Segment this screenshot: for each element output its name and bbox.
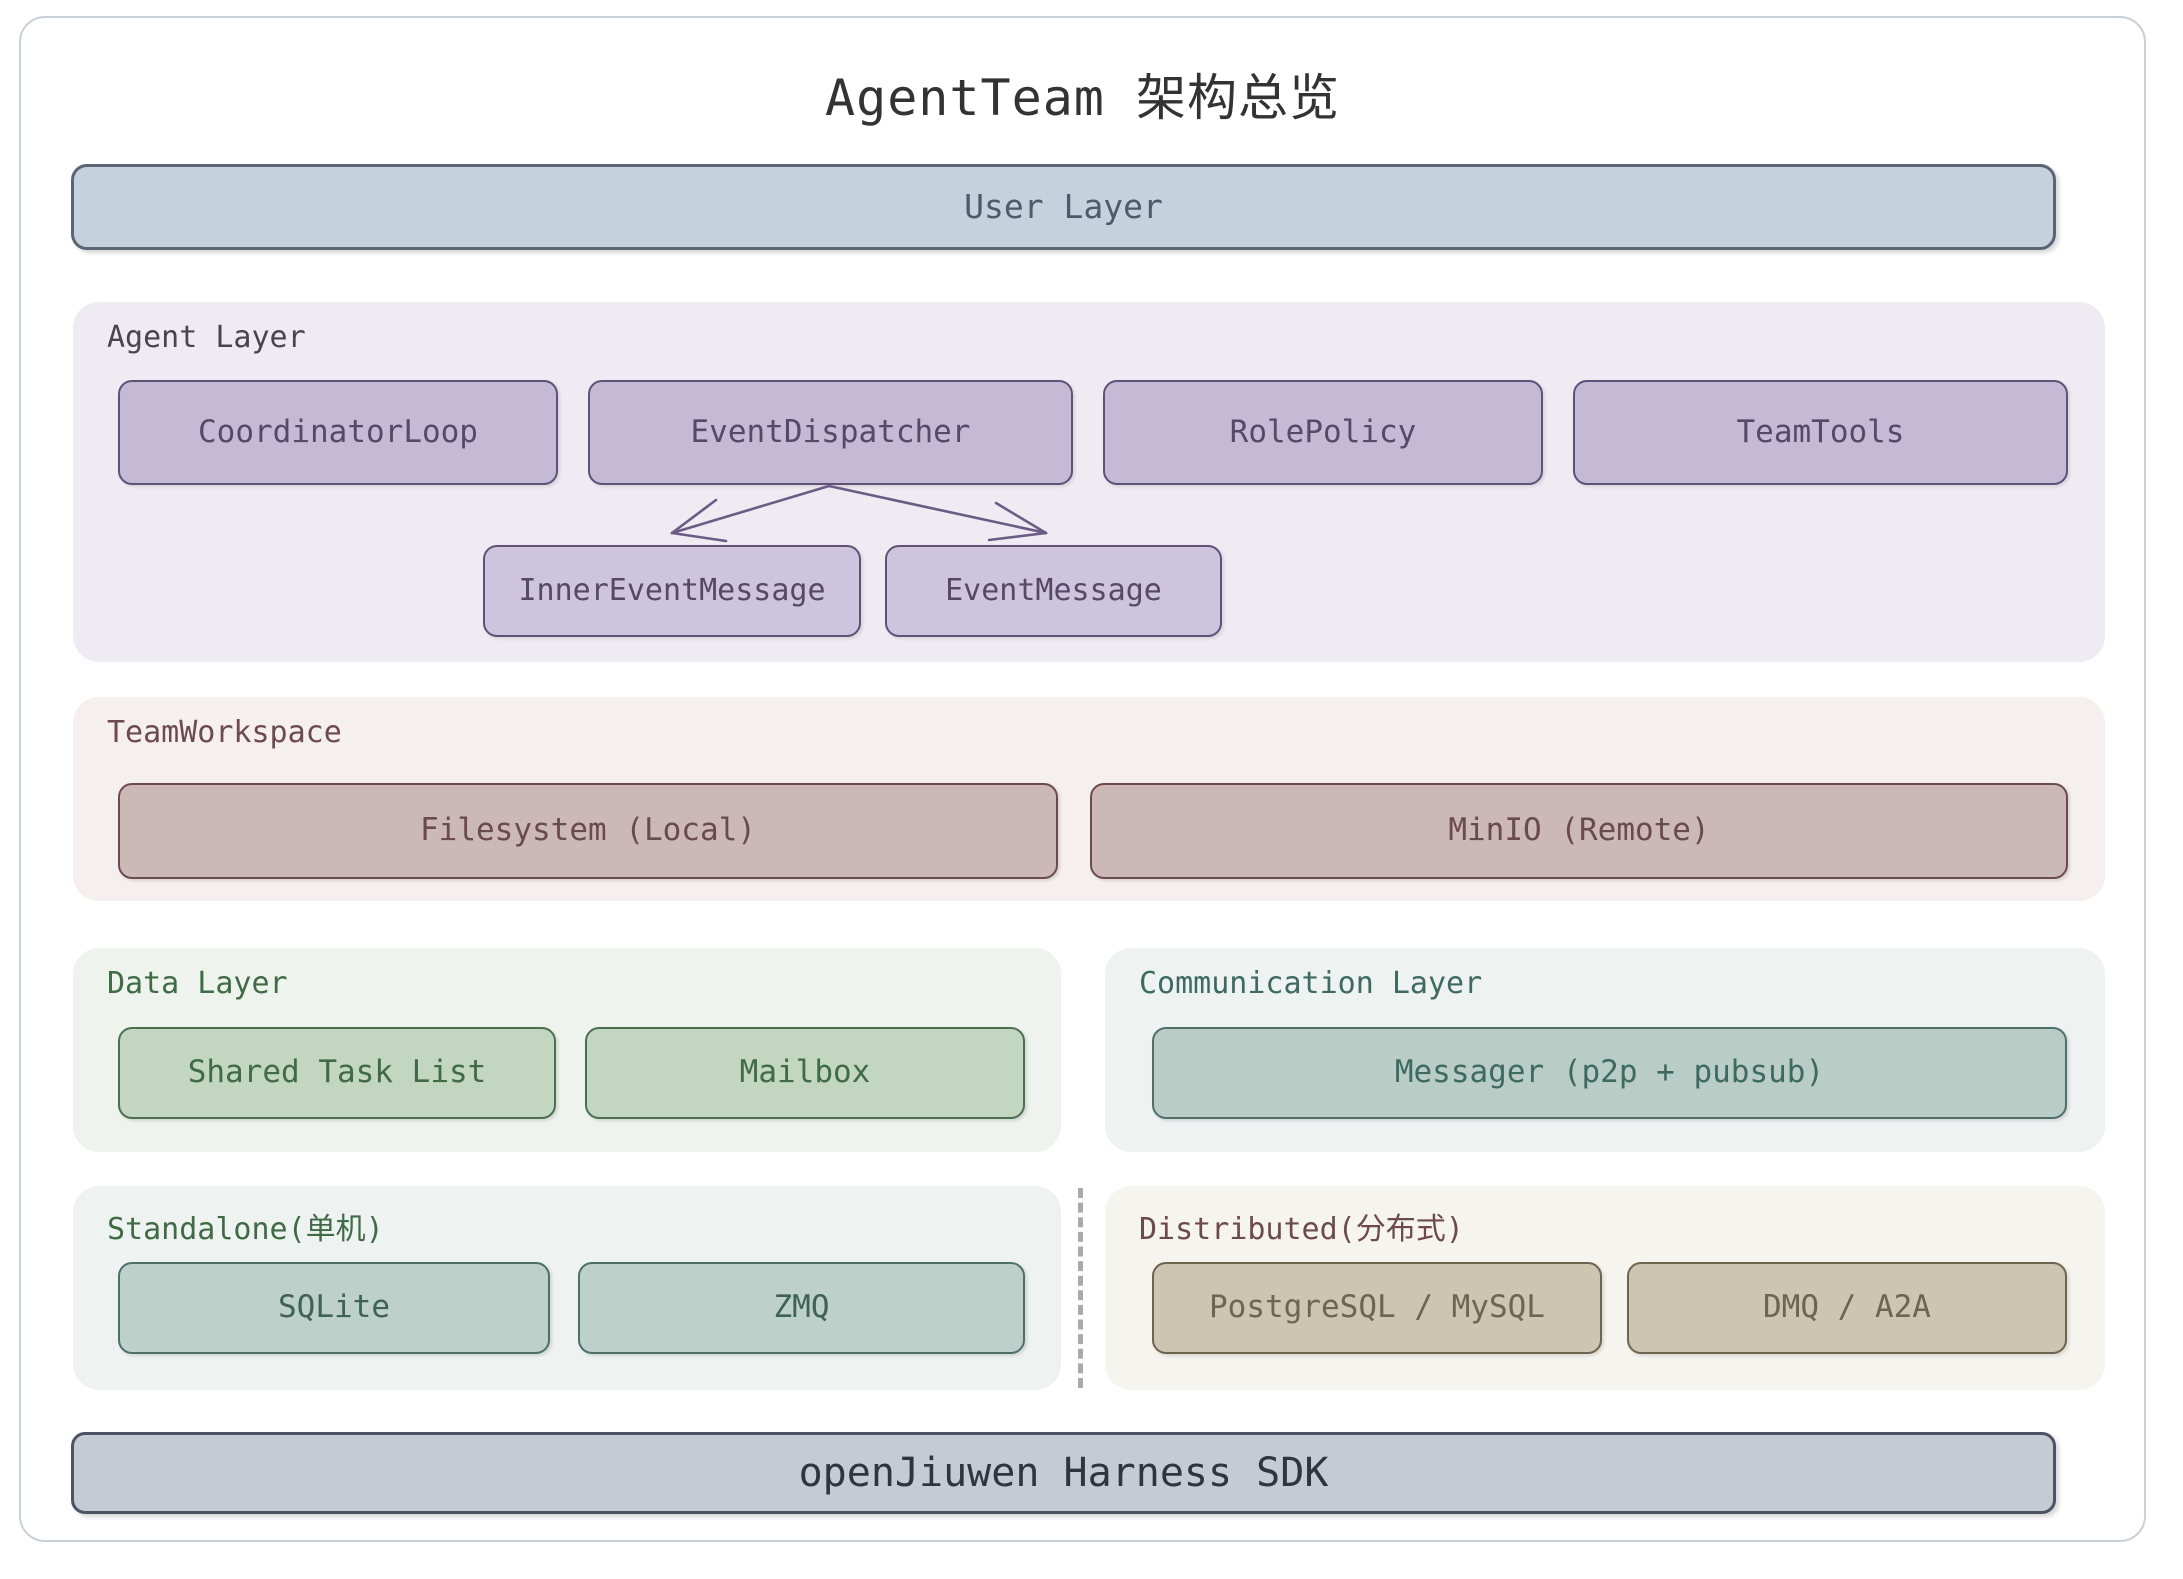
user-layer-bar[interactable]: User Layer — [71, 164, 2056, 250]
standalone-label: Standalone(单机) — [107, 1212, 384, 1247]
page-title: AgentTeam 架构总览 — [824, 69, 1341, 127]
node-eventdispatcher[interactable]: EventDispatcher — [588, 380, 1073, 485]
node-eventmessage[interactable]: EventMessage — [885, 545, 1222, 637]
node-filesystem-local[interactable]: Filesystem (Local) — [118, 783, 1058, 879]
node-rolepolicy[interactable]: RolePolicy — [1103, 380, 1543, 485]
node-postgresql-mysql[interactable]: PostgreSQL / MySQL — [1152, 1262, 1602, 1354]
distributed-label: Distributed(分布式) — [1139, 1212, 1464, 1247]
node-shared-task-list[interactable]: Shared Task List — [118, 1027, 556, 1119]
node-dmq-a2a[interactable]: DMQ / A2A — [1627, 1262, 2067, 1354]
node-sqlite[interactable]: SQLite — [118, 1262, 550, 1354]
teamworkspace-label: TeamWorkspace — [107, 715, 342, 750]
standalone-distributed-divider — [1078, 1188, 1083, 1388]
node-zmq[interactable]: ZMQ — [578, 1262, 1025, 1354]
data-layer-label: Data Layer — [107, 966, 288, 1001]
agent-layer-label: Agent Layer — [107, 320, 306, 355]
communication-layer-label: Communication Layer — [1139, 966, 1483, 1001]
sdk-bar[interactable]: openJiuwen Harness SDK — [71, 1432, 2056, 1514]
node-innereventmessage[interactable]: InnerEventMessage — [483, 545, 861, 637]
node-teamtools[interactable]: TeamTools — [1573, 380, 2068, 485]
node-minio-remote[interactable]: MinIO (Remote) — [1090, 783, 2068, 879]
node-coordinatorloop[interactable]: CoordinatorLoop — [118, 380, 558, 485]
node-mailbox[interactable]: Mailbox — [585, 1027, 1025, 1119]
node-messager[interactable]: Messager (p2p + pubsub) — [1152, 1027, 2067, 1119]
